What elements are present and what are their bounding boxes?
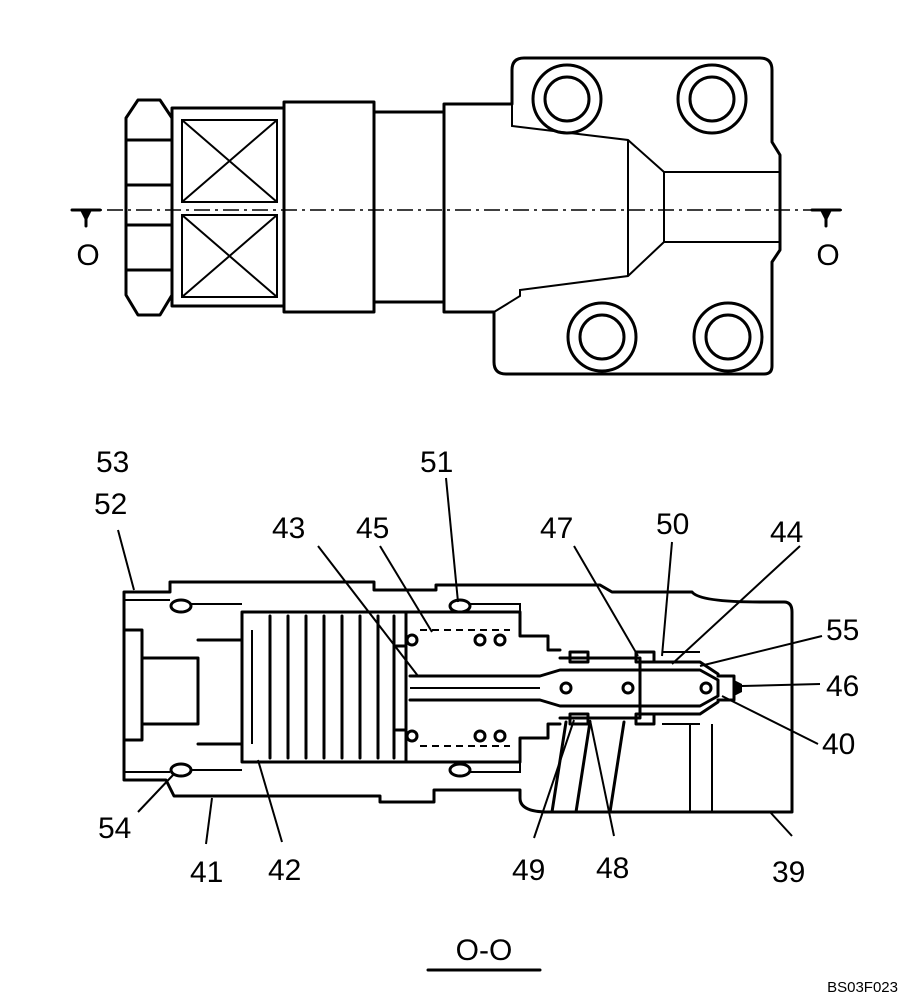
label-41: 41 [190,856,223,889]
label-40: 40 [822,728,855,761]
port-passage [550,720,626,814]
section-marker-right: O [810,208,842,272]
section-marker-left: O [70,208,102,272]
seat-components [568,650,742,726]
label-43: 43 [272,512,305,545]
label-47: 47 [540,512,573,545]
adjuster-body [170,106,286,308]
label-39: 39 [772,856,805,889]
o-ring-lower [448,762,472,778]
label-54: 54 [98,812,131,845]
drain-passage [689,724,713,812]
valve-body [122,580,794,814]
section-letter-left: O [76,239,99,272]
spring-chamber [394,610,562,764]
sleeve [282,100,376,314]
leader-lines [117,477,823,845]
section-title: O-O [456,934,513,967]
top-view: O O [70,56,842,376]
poppet-stem [408,656,720,720]
o-ring-top [169,598,193,614]
label-42: 42 [268,854,301,887]
shim-stack [240,610,408,764]
label-52: 52 [94,488,127,521]
plug-cap [122,628,144,742]
o-ring-51 [448,598,472,614]
drawing-code: BS03F023 [827,979,898,996]
label-55: 55 [826,614,859,647]
bolt-holes [531,63,764,373]
label-50: 50 [656,508,689,541]
section-view: 53 52 51 43 45 47 50 44 55 46 40 54 41 4… [94,446,859,972]
label-48: 48 [596,852,629,885]
plug-socket [140,656,200,726]
valve-housing [442,56,782,376]
section-letter-right: O [816,239,839,272]
label-53: 53 [96,446,129,479]
label-51: 51 [420,446,453,479]
neck [372,110,446,304]
hex-nut [124,98,174,317]
label-49: 49 [512,854,545,887]
label-44: 44 [770,516,803,549]
label-45: 45 [356,512,389,545]
label-46: 46 [826,670,859,703]
